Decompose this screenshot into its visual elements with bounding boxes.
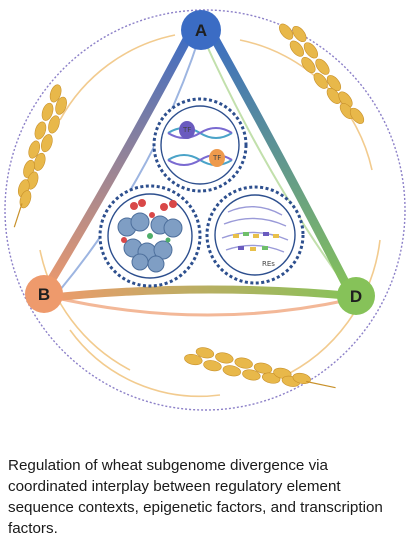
edge-a-d	[205, 25, 355, 297]
wheat-ear-left	[13, 84, 67, 228]
node-d: D	[337, 277, 375, 315]
svg-text:B: B	[38, 285, 50, 304]
subgenome-diagram: TF TF	[4, 9, 406, 411]
gear-epigenetic-factors	[98, 184, 202, 288]
res-label: REs	[262, 260, 275, 268]
edge-b-d	[44, 285, 356, 302]
histone-marks	[121, 199, 177, 243]
svg-text:D: D	[350, 287, 362, 306]
wheat-ear-bottom	[184, 347, 336, 389]
figure-caption: Regulation of wheat subgenome divergence…	[8, 457, 383, 537]
triangle-edges	[39, 25, 356, 317]
dashed-outer-ring	[4, 9, 406, 411]
nucleosomes	[117, 212, 183, 273]
svg-text:A: A	[195, 21, 207, 40]
edge-a-b	[39, 25, 197, 297]
tf-label-2: TF	[212, 154, 221, 162]
tf-protein-purple	[179, 121, 195, 139]
gear-transcription-factors: TF TF	[152, 97, 248, 193]
node-a: A	[181, 10, 221, 50]
wheat-ear-top-right	[279, 23, 365, 124]
regulatory-element-bars	[233, 232, 279, 251]
gear-regulatory-elements: REs	[205, 185, 305, 285]
tf-protein-orange	[209, 149, 225, 167]
tf-label-1: TF	[182, 126, 191, 134]
node-b: B	[25, 275, 63, 313]
